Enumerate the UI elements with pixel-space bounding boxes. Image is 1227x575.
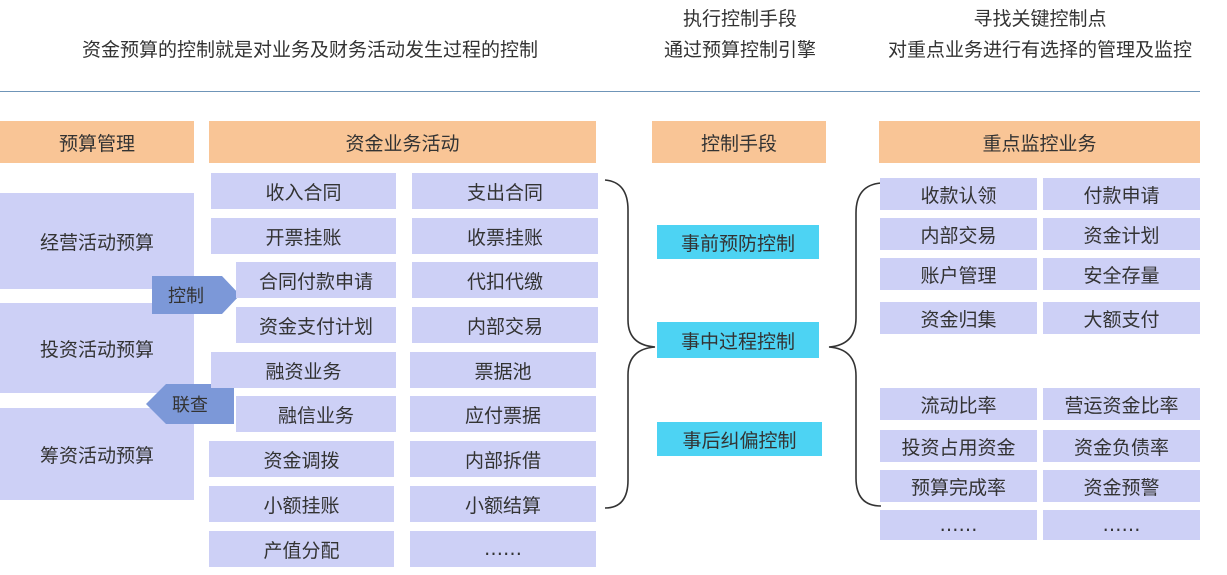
activity-item: 收票挂账	[412, 218, 598, 254]
monitor-item: 资金负债率	[1043, 430, 1200, 462]
header-budget: 预算管理	[0, 121, 194, 163]
activity-item: 融资业务	[211, 352, 396, 388]
activity-item: 应付票据	[410, 396, 596, 432]
header-monitor: 重点监控业务	[879, 121, 1200, 163]
main-description: 资金预算的控制就是对业务及财务活动发生过程的控制	[81, 39, 538, 61]
header-control: 控制手段	[652, 121, 826, 163]
activity-item: 资金支付计划	[236, 307, 396, 343]
budget-operating: 经营活动预算	[0, 193, 194, 289]
exec-description: 通过预算控制引擎	[663, 39, 816, 61]
activity-item: ……	[410, 531, 596, 567]
monitor-item: 资金预警	[1043, 470, 1200, 502]
monitor-item: 账户管理	[880, 258, 1037, 290]
arrow-right-icon	[152, 276, 240, 314]
key-title: 寻找关键控制点	[973, 8, 1107, 30]
budget-financing: 筹资活动预算	[0, 408, 194, 500]
monitor-item: 内部交易	[880, 218, 1037, 250]
activity-item: 合同付款申请	[236, 262, 396, 298]
monitor-item: 资金归集	[880, 302, 1037, 334]
activity-item: 票据池	[410, 352, 596, 388]
control-pre: 事前预防控制	[657, 225, 819, 259]
control-arrow-label: 控制	[168, 286, 204, 307]
monitor-item: 预算完成率	[880, 470, 1037, 502]
monitor-item: 付款申请	[1043, 178, 1200, 210]
activity-item: 支出合同	[412, 173, 598, 209]
activity-item: 产值分配	[209, 531, 394, 567]
link-arrow: 联查	[146, 384, 234, 424]
monitor-item: 资金计划	[1043, 218, 1200, 250]
monitor-item: 投资占用资金	[880, 430, 1037, 462]
control-post: 事后纠偏控制	[657, 422, 822, 456]
monitor-item: 流动比率	[880, 388, 1037, 420]
divider-line	[0, 91, 1200, 92]
activity-item: 小额挂账	[209, 486, 394, 522]
control-arrow: 控制	[152, 276, 242, 314]
brace-right	[604, 179, 656, 509]
key-description: 对重点业务进行有选择的管理及监控	[887, 39, 1192, 61]
control-during: 事中过程控制	[657, 322, 819, 358]
monitor-item: 安全存量	[1043, 258, 1200, 290]
activity-item: 开票挂账	[211, 218, 396, 254]
arrow-left-icon	[146, 384, 234, 424]
monitor-item: 营运资金比率	[1043, 388, 1200, 420]
activity-item: 收入合同	[211, 173, 396, 209]
monitor-item: ……	[880, 510, 1037, 540]
activity-item: 代扣代缴	[412, 262, 598, 298]
brace-left	[828, 182, 882, 507]
exec-title: 执行控制手段	[682, 8, 797, 30]
activity-item: 小额结算	[410, 486, 596, 522]
activity-item: 资金调拨	[209, 441, 394, 477]
monitor-item: ……	[1043, 510, 1200, 540]
monitor-item: 大额支付	[1043, 302, 1200, 334]
activity-item: 内部拆借	[410, 441, 596, 477]
header-activities: 资金业务活动	[209, 121, 596, 163]
monitor-item: 收款认领	[880, 178, 1037, 210]
activity-item: 内部交易	[412, 307, 598, 343]
budget-investing: 投资活动预算	[0, 303, 194, 393]
activity-item: 融信业务	[236, 396, 396, 432]
link-arrow-label: 联查	[172, 395, 208, 416]
